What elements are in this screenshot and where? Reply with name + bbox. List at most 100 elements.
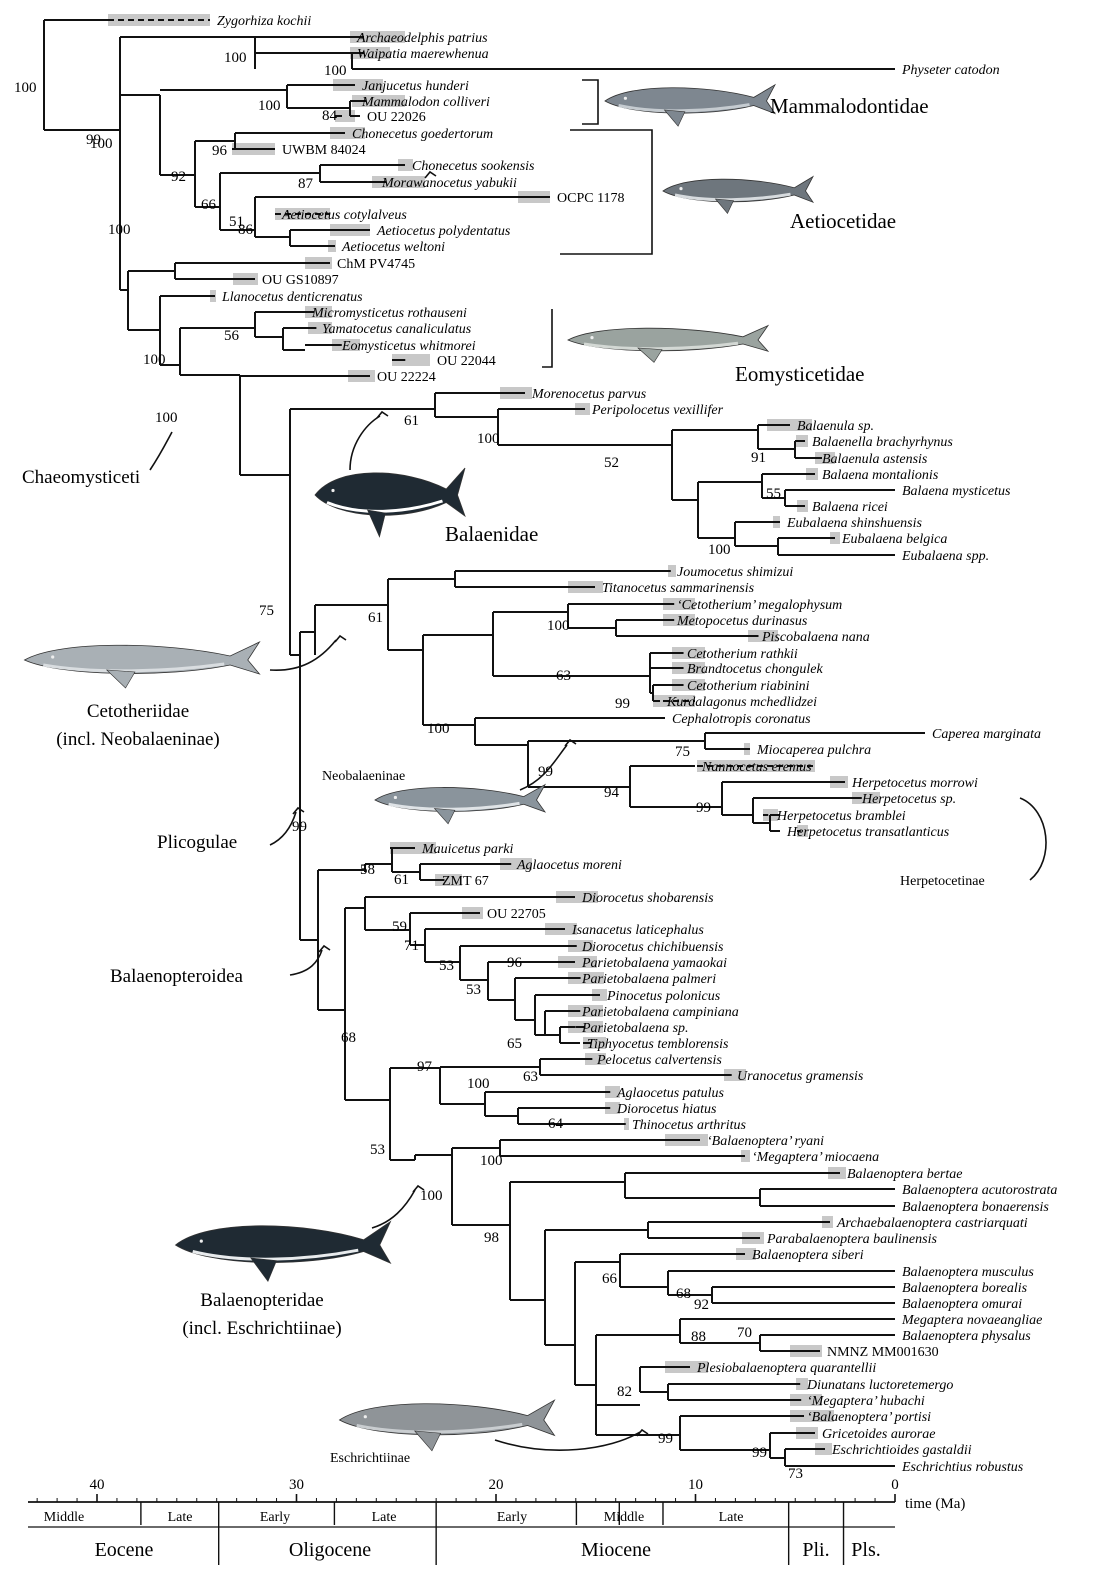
- taxon-chonecetus-goedertorum: Chonecetus goedertorum: [352, 127, 493, 142]
- taxon-isanacetus-laticephalus: Isanacetus laticephalus: [571, 923, 704, 938]
- support-value: 52: [604, 455, 619, 471]
- taxon-balaenella-brachyrhynus: Balaenella brachyrhynus: [812, 435, 953, 450]
- support-value: 65: [507, 1036, 522, 1052]
- taxon-uwbm-84024: UWBM 84024: [282, 143, 366, 158]
- subepoch-label: Early: [260, 1510, 290, 1525]
- support-value: 61: [394, 872, 409, 888]
- epoch-label: Miocene: [581, 1539, 651, 1561]
- support-value: 94: [604, 785, 620, 801]
- taxon-joumocetus-shimizui: Joumocetus shimizui: [677, 565, 793, 580]
- taxon-balaenoptera-siberi: Balaenoptera siberi: [752, 1248, 864, 1263]
- whale-illustrations: [25, 85, 814, 1451]
- group-label-cetotheriidae-incl: (incl. Neobalaeninae): [56, 729, 220, 750]
- clade-annotations: MammalodontidaeAetiocetidaeEomysticetida…: [22, 80, 1046, 1466]
- epoch-label: Oligocene: [289, 1539, 371, 1561]
- arrow-head: [335, 636, 346, 642]
- taxon-plesiobalaenoptera-quarantellii: Plesiobalaenoptera quarantellii: [696, 1361, 876, 1376]
- taxon-physeter-catodon: Physeter catodon: [901, 63, 1000, 78]
- taxon-metopocetus-durinasus: Metopocetus durinasus: [676, 614, 808, 629]
- subepoch-label: Middle: [604, 1510, 644, 1525]
- support-value: 91: [751, 450, 766, 466]
- subepoch-label: Late: [168, 1510, 193, 1525]
- taxon-gricetoides-aurorae: Gricetoides aurorae: [822, 1427, 935, 1442]
- support-value: 100: [14, 80, 37, 96]
- arrow: [150, 432, 172, 470]
- taxon-herpetocetus-bramblei: Herpetocetus bramblei: [776, 809, 906, 824]
- taxon-cetotherium-riabinini: Cetotherium riabinini: [687, 679, 810, 694]
- taxon-cetotherium-rathkii: Cetotherium rathkii: [687, 647, 798, 662]
- support-value: 61: [404, 413, 419, 429]
- eschrichtiine-illustration: [340, 1400, 555, 1451]
- support-value: 100: [324, 63, 347, 79]
- aetiocetid-illustration: [663, 177, 813, 214]
- family-label-aetiocetidae: Aetiocetidae: [790, 209, 896, 233]
- taxon-herpetocetus-transatlanticus: Herpetocetus transatlanticus: [786, 825, 950, 840]
- support-value: 92: [694, 1297, 709, 1313]
- subepoch-label: Early: [497, 1510, 527, 1525]
- taxon-thinocetus-arthritus: Thinocetus arthritus: [632, 1118, 747, 1133]
- support-value: 55: [766, 486, 781, 502]
- axis-tick-label: 30: [289, 1477, 304, 1493]
- taxon-mauicetus-parki: Mauicetus parki: [421, 842, 513, 857]
- taxon-cephalotropis-coronatus: Cephalotropis coronatus: [672, 712, 811, 727]
- taxon-balaena-ricei: Balaena ricei: [812, 500, 888, 515]
- support-value: 84: [322, 108, 338, 124]
- support-value: 96: [212, 143, 228, 159]
- subepoch-label: Middle: [44, 1510, 84, 1525]
- support-value: 99: [86, 132, 101, 148]
- epoch-label: Pls.: [851, 1539, 880, 1561]
- taxon-eubalaena-belgica: Eubalaena belgica: [841, 532, 947, 547]
- support-value: 100: [155, 410, 178, 426]
- support-value: 63: [523, 1069, 538, 1085]
- support-value: 86: [238, 222, 254, 238]
- axis-tick-label: 40: [90, 1477, 105, 1493]
- balaenopterid-illustration: [176, 1222, 391, 1282]
- taxon-caperea-marginata: Caperea marginata: [932, 727, 1041, 742]
- group-label-cetotheriidae: Cetotheriidae: [87, 701, 189, 722]
- support-value: 56: [224, 328, 240, 344]
- axis-tick-label: 10: [688, 1477, 703, 1493]
- arrow-head: [377, 412, 388, 418]
- taxon-balaenoptera-ryani: ‘Balaenoptera’ ryani: [707, 1134, 824, 1149]
- epoch-label: Pli.: [802, 1539, 829, 1561]
- taxon-parietobalaena-yamaokai: Parietobalaena yamaokai: [581, 956, 727, 971]
- taxon-balaenoptera-portisi: ‘Balaenoptera’ portisi: [807, 1410, 931, 1425]
- arrow-head: [319, 946, 330, 952]
- taxon-parietobalaena-palmeri: Parietobalaena palmeri: [581, 972, 716, 987]
- clade-bracket: [582, 80, 598, 124]
- taxon-diorocetus-chichibuensis: Diorocetus chichibuensis: [581, 940, 724, 955]
- taxon-peripolocetus-vexillifer: Peripolocetus vexillifer: [591, 403, 724, 418]
- taxon-aglaocetus-patulus: Aglaocetus patulus: [616, 1086, 724, 1101]
- support-value: 92: [171, 169, 186, 185]
- taxon-balaenoptera-bonaerensis: Balaenoptera bonaerensis: [902, 1200, 1049, 1215]
- arrow: [372, 1190, 415, 1228]
- support-value: 99: [292, 819, 307, 835]
- group-label-balaenopteridae-incl: (incl. Eschrichtiinae): [182, 1318, 341, 1339]
- taxon-balaenoptera-musculus: Balaenoptera musculus: [902, 1265, 1034, 1280]
- support-value: 70: [737, 1325, 752, 1341]
- arrow: [350, 416, 380, 470]
- support-value: 100: [708, 542, 731, 558]
- support-value: 100: [467, 1076, 490, 1092]
- eomysticetid-illustration: [568, 326, 768, 363]
- arrow-head: [293, 808, 304, 814]
- taxon-eschrichtioides-gastaldii: Eschrichtioides gastaldii: [831, 1443, 972, 1458]
- support-value: 99: [658, 1431, 673, 1447]
- support-value: 63: [556, 668, 571, 684]
- taxon-ou-22044: OU 22044: [437, 354, 496, 369]
- taxon-herpetocetus-morrowi: Herpetocetus morrowi: [851, 776, 978, 791]
- taxon-pinocetus-polonicus: Pinocetus polonicus: [606, 989, 721, 1004]
- taxon-herpetocetus-sp: Herpetocetus sp.: [861, 792, 956, 807]
- support-value: 53: [466, 982, 481, 998]
- taxon-balaenula-sp: Balaenula sp.: [797, 419, 874, 434]
- support-value: 88: [691, 1329, 706, 1345]
- taxon-aetiocetus-cotylalveus: Aetiocetus cotylalveus: [281, 208, 407, 223]
- taxon-waipatia-maerewhenua: Waipatia maerewhenua: [357, 47, 489, 62]
- support-value: 75: [259, 603, 274, 619]
- mammalodontid-illustration: [605, 85, 775, 126]
- taxon-ou-22224: OU 22224: [377, 370, 436, 385]
- taxon-aglaocetus-moreni: Aglaocetus moreni: [516, 858, 622, 873]
- taxon-ocpc-1178: OCPC 1178: [557, 191, 625, 206]
- balaenid-illustration: [315, 468, 465, 537]
